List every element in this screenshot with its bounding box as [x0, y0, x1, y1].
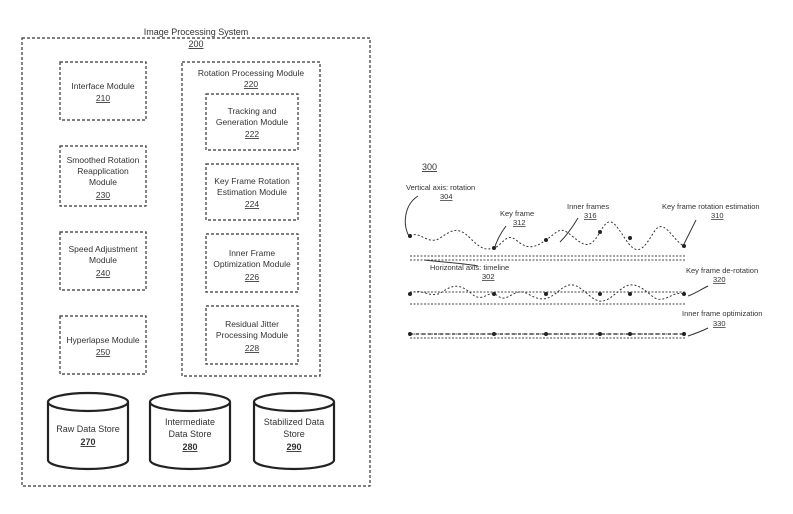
module-label-line2: Optimization Module — [213, 259, 291, 269]
interface-module: Interface Module 210 — [59, 61, 147, 121]
store-ref: 280 — [182, 442, 197, 452]
inner-frame-optimization-module: Inner Frame Optimization Module 226 — [205, 233, 299, 293]
figure-300: 300 Vertical axis: rotation 304 Key fram… — [404, 162, 762, 339]
pointer-key-frame — [493, 225, 507, 251]
module-ref: 222 — [245, 129, 259, 139]
pointer-kf-rot-est — [683, 219, 697, 245]
system-ref: 200 — [188, 39, 203, 49]
vertical-axis-label: Vertical axis: rotation — [406, 183, 475, 192]
module-label-line3: Module — [89, 177, 117, 187]
rotation-curve-derotation — [409, 284, 685, 302]
raw-data-store: Raw Data Store 270 — [46, 391, 130, 471]
kf-rotation-estimation-label: Key frame rotation estimation — [662, 202, 760, 211]
module-label: Hyperlapse Module — [66, 335, 140, 345]
stabilized-data-store: Stabilized Data Store 290 — [252, 391, 336, 471]
vertical-axis-ref: 304 — [440, 192, 453, 201]
module-label-line1: Tracking and — [228, 106, 277, 116]
key-frame-rotation-estimation-module: Key Frame Rotation Estimation Module 224 — [205, 163, 299, 221]
intermediate-data-store: Intermediate Data Store 280 — [148, 391, 232, 471]
hyperlapse-module: Hyperlapse Module 250 — [59, 315, 147, 375]
inner-frames-ref: 316 — [584, 211, 597, 220]
store-label-line2: Store — [283, 429, 305, 439]
kf-rotation-estimation-ref: 310 — [711, 211, 724, 220]
residual-jitter-processing-module: Residual Jitter Processing Module 228 — [205, 305, 299, 365]
key-frame-markers-row3 — [408, 332, 686, 336]
module-ref: 240 — [96, 268, 110, 278]
figure-ref: 300 — [422, 162, 437, 172]
system-title: Image Processing System — [144, 27, 249, 37]
module-label-line1: Residual Jitter — [225, 319, 279, 329]
pointer-vertical-axis — [404, 195, 419, 239]
module-label-line2: Generation Module — [216, 117, 289, 127]
rotation-title: Rotation Processing Module — [198, 68, 305, 78]
kf-derotation-ref: 320 — [713, 275, 726, 284]
pointer-kf-derot — [687, 285, 709, 297]
key-frame-ref: 312 — [513, 218, 526, 227]
key-frame-markers-row1 — [408, 230, 686, 250]
module-label-line2: Estimation Module — [217, 187, 287, 197]
store-ref: 290 — [286, 442, 301, 452]
key-frame-markers-row2 — [408, 292, 686, 296]
rotation-curve-estimation — [409, 221, 685, 251]
key-frame-label: Key frame — [500, 209, 534, 218]
tracking-generation-module: Tracking and Generation Module 222 — [205, 93, 299, 151]
module-label-line1: Key Frame Rotation — [214, 176, 290, 186]
kf-derotation-label: Key frame de-rotation — [686, 266, 758, 275]
module-label-line2: Processing Module — [216, 330, 289, 340]
inner-frames-label: Inner frames — [567, 202, 609, 211]
rotation-ref: 220 — [244, 79, 258, 89]
module-label-line1: Speed Adjustment — [69, 244, 139, 254]
horizontal-axis-ref: 302 — [482, 272, 495, 281]
image-processing-system: Image Processing System 200 — [21, 27, 371, 487]
module-label-line2: Module — [89, 255, 117, 265]
module-ref: 210 — [96, 93, 110, 103]
module-ref: 224 — [245, 199, 259, 209]
inner-opt-ref: 330 — [713, 319, 726, 328]
module-label: Interface Module — [71, 81, 135, 91]
module-ref: 230 — [96, 190, 110, 200]
pointer-inner-opt — [687, 327, 709, 337]
smoothed-rotation-reapplication-module: Smoothed Rotation Reapplication Module 2… — [59, 145, 147, 207]
horizontal-axis-label: Horizontal axis: timeline — [430, 263, 509, 272]
module-label-line1: Smoothed Rotation — [67, 155, 140, 165]
speed-adjustment-module: Speed Adjustment Module 240 — [59, 231, 147, 291]
store-label-line1: Stabilized Data — [264, 417, 325, 427]
pointer-inner-frames — [559, 217, 579, 243]
module-ref: 226 — [245, 272, 259, 282]
module-label-line2: Reapplication — [77, 166, 129, 176]
module-ref: 228 — [245, 343, 259, 353]
store-label: Raw Data Store — [56, 424, 120, 434]
module-ref: 250 — [96, 347, 110, 357]
module-label-line1: Inner Frame — [229, 248, 276, 258]
store-label-line2: Data Store — [168, 429, 211, 439]
inner-opt-label: Inner frame optimization — [682, 309, 762, 318]
store-ref: 270 — [80, 437, 95, 447]
store-label-line1: Intermediate — [165, 417, 215, 427]
rotation-processing-module: Rotation Processing Module 220 — [181, 61, 321, 377]
